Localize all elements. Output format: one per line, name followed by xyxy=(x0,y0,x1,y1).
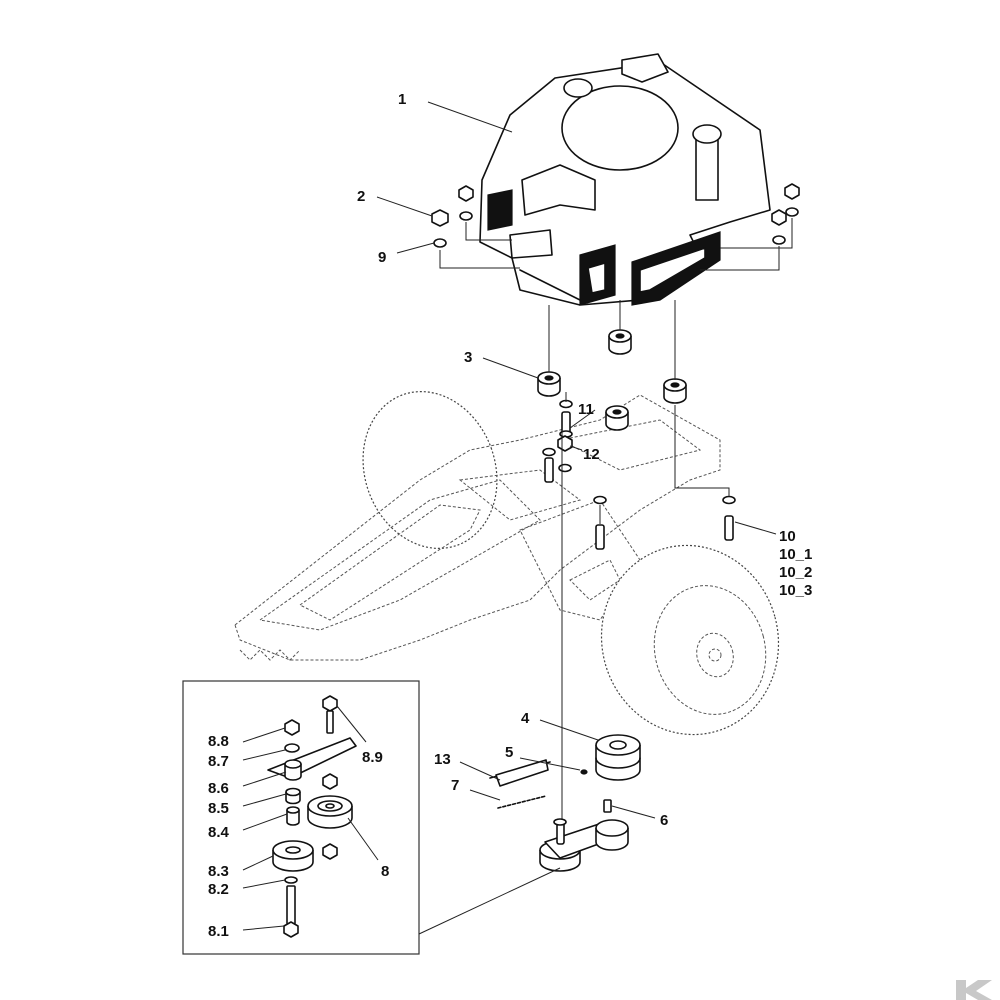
callout-2: 2 xyxy=(357,188,365,205)
callout-8-7: 8.7 xyxy=(208,753,229,770)
nut-icon xyxy=(784,183,800,200)
callout-8-2: 8.2 xyxy=(208,881,229,898)
nut-icon xyxy=(458,185,474,202)
callout-4: 4 xyxy=(521,710,530,727)
brand-k-logo-icon xyxy=(956,980,992,1000)
idler-assembly xyxy=(489,430,641,872)
callout-10: 10 xyxy=(779,528,796,545)
callout-10-1: 10_1 xyxy=(779,546,812,563)
callout-13: 13 xyxy=(434,751,451,768)
engine-mount-fasteners xyxy=(431,183,800,271)
callout-8-4: 8.4 xyxy=(208,824,230,841)
chassis-bolts xyxy=(542,392,736,550)
washer-icon xyxy=(433,238,447,248)
callout-8-3: 8.3 xyxy=(208,863,229,880)
callout-1: 1 xyxy=(398,91,406,108)
callout-8-8: 8.8 xyxy=(208,733,229,750)
callout-8-6: 8.6 xyxy=(208,780,229,797)
pulley-8-exploded xyxy=(267,695,357,938)
rubber-mounts xyxy=(537,300,687,431)
nut-icon xyxy=(771,209,787,226)
callout-8: 8 xyxy=(381,863,389,880)
callout-3: 3 xyxy=(464,349,472,366)
callout-10-3: 10_3 xyxy=(779,582,812,599)
nut-icon xyxy=(431,209,449,227)
washer-icon xyxy=(459,211,473,221)
callout-5: 5 xyxy=(505,744,513,761)
washer-icon xyxy=(772,235,786,245)
callout-9: 9 xyxy=(378,249,386,266)
callout-10-2: 10_2 xyxy=(779,564,812,581)
chassis-frame xyxy=(234,391,780,736)
washer-icon xyxy=(785,207,799,217)
callout-7: 7 xyxy=(451,777,459,794)
callout-labels: 1 2 9 3 11 12 10 10_1 10_2 10_3 4 5 13 7… xyxy=(208,91,812,940)
callout-8-1: 8.1 xyxy=(208,923,229,940)
callout-6: 6 xyxy=(660,812,668,829)
engine xyxy=(479,53,771,306)
detail-inset-frame xyxy=(182,680,420,955)
callout-11: 11 xyxy=(578,401,594,418)
callout-12: 12 xyxy=(583,446,600,463)
callout-8-5: 8.5 xyxy=(208,800,229,817)
leader-lines xyxy=(242,101,777,931)
callout-8-9: 8.9 xyxy=(362,749,383,766)
